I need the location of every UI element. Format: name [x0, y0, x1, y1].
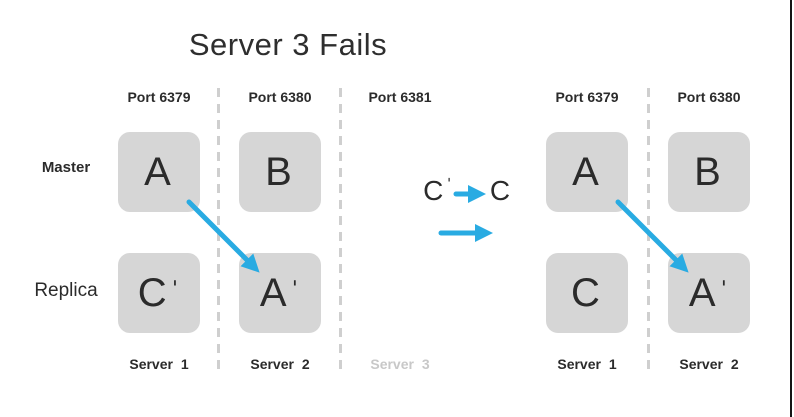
- node-box-master: A: [118, 132, 200, 212]
- node-letter: B: [694, 149, 721, 194]
- node-box-replica: C: [546, 253, 628, 333]
- row-label-master: Master: [41, 159, 91, 176]
- node-box-master: A: [546, 132, 628, 212]
- node-letter: B: [265, 149, 292, 194]
- node-box-master: B: [668, 132, 750, 212]
- port-header: Port 6379: [127, 89, 191, 105]
- port-header: Port 6380: [677, 89, 741, 105]
- column-divider: [217, 88, 220, 375]
- node-letter: A: [144, 149, 171, 194]
- row-label-replica: Replica: [34, 280, 98, 301]
- node-box-master: B: [239, 132, 321, 212]
- column-divider: [339, 88, 342, 375]
- node-letter: A: [259, 270, 287, 315]
- server-label: Server 1: [557, 356, 617, 372]
- image-edge-line: [790, 0, 792, 417]
- prime-mark: ˈ: [445, 174, 453, 200]
- port-header: Port 6381: [368, 89, 432, 105]
- node-letter: A: [688, 270, 716, 315]
- transition-from-label: Cˈ: [410, 175, 466, 207]
- transition-from-letter: C: [423, 175, 444, 206]
- server-label: Server 2: [679, 356, 739, 372]
- server-label-failed: Server 3: [370, 356, 430, 372]
- column-divider: [647, 88, 650, 375]
- node-letter: C: [571, 270, 600, 315]
- server-label: Server 1: [129, 356, 189, 372]
- port-header: Port 6380: [248, 89, 312, 105]
- port-header: Port 6379: [555, 89, 619, 105]
- node-letter: A: [572, 149, 599, 194]
- transition-to-letter: C: [489, 175, 511, 206]
- diagram-title: Server 3 Fails: [188, 27, 388, 62]
- transition-to-label: C: [472, 175, 528, 207]
- server-label: Server 2: [250, 356, 310, 372]
- node-letter: C: [137, 270, 167, 315]
